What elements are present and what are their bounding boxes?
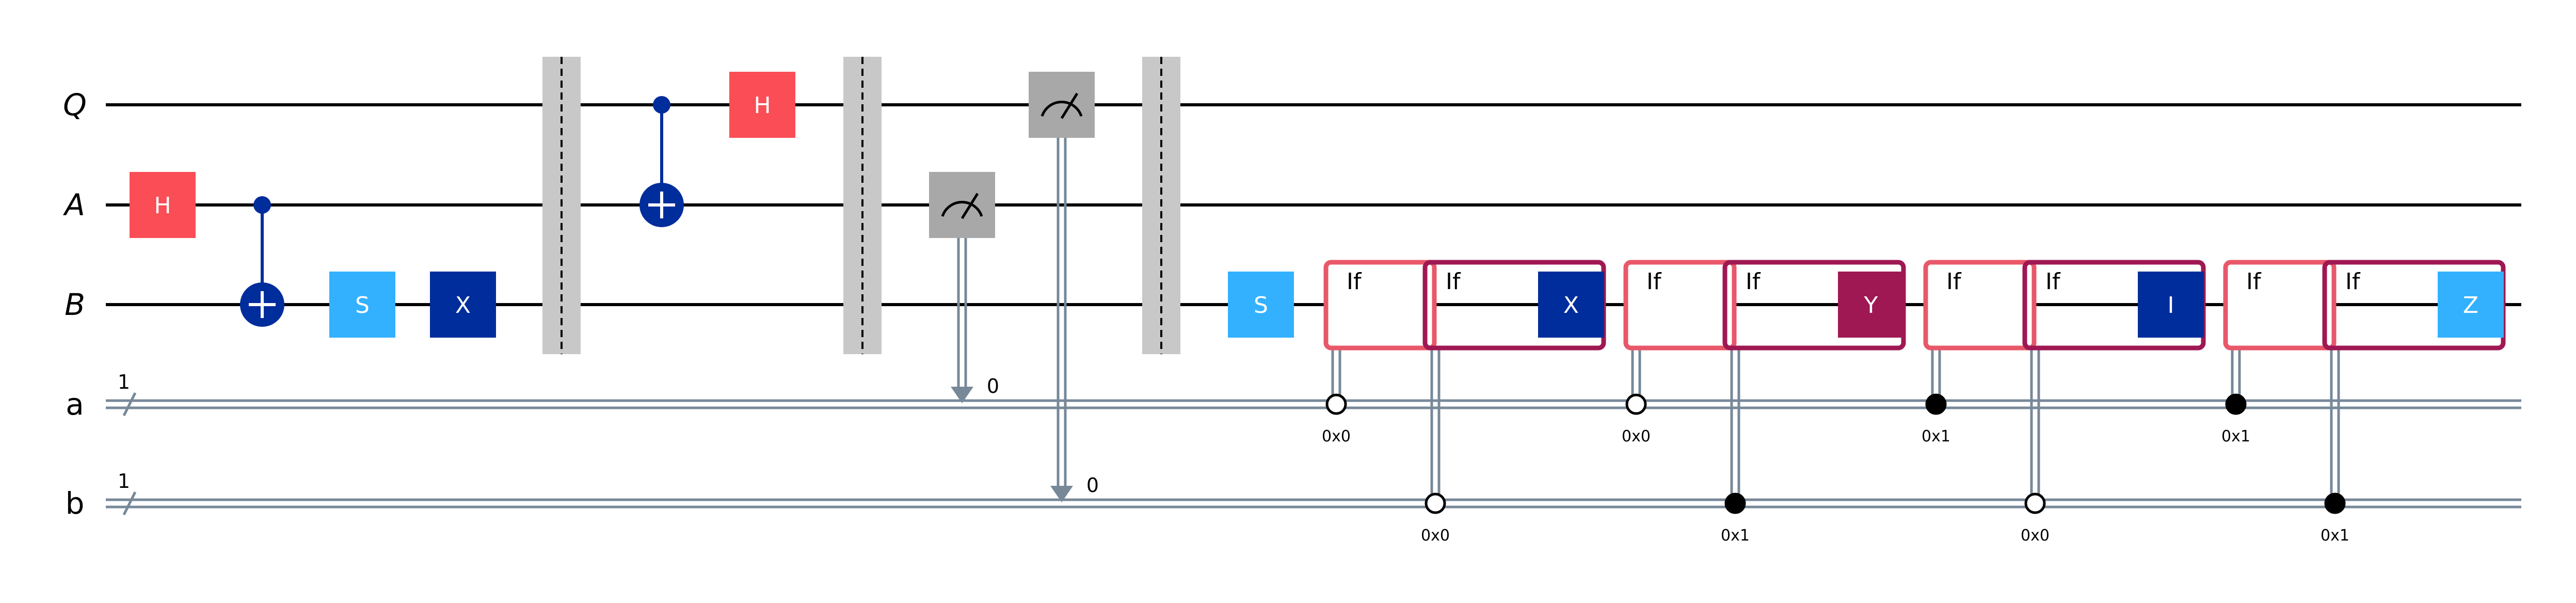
cnot-a-b-control-dot <box>253 196 271 214</box>
if-block-x-inner-cond-dot <box>1425 493 1446 514</box>
if-block-i-outer-cond: 0x1 <box>1922 427 1950 446</box>
elements-layer <box>130 57 2506 514</box>
s-gate-b-2-label: S <box>1254 292 1268 319</box>
if-block-i-inner-cond: 0x0 <box>2021 527 2050 545</box>
if-block-i-outer-cond-dot <box>1925 393 1947 415</box>
h-gate-q <box>729 72 795 138</box>
if-block-y-gate <box>1838 272 1904 338</box>
if-block-z-outer-cond-dot <box>2225 393 2247 415</box>
measure-a <box>929 172 995 238</box>
if-block-y-inner-label: If <box>1746 268 1761 295</box>
x-gate-b <box>430 272 496 338</box>
labels-layer: Q A B 1 a 1 b H H S X S 0 0 X If If 0x0 0x0 Y If If 0x0 0x1 I If I… <box>62 87 2478 545</box>
wires-layer <box>106 103 2521 516</box>
measure-a-meter-arc <box>941 200 983 217</box>
x-gate-b-label: X <box>455 292 471 319</box>
s-gate-b-2 <box>1228 272 1294 338</box>
if-block-x-outer-cond: 0x0 <box>1322 427 1351 446</box>
measure-a-meter-needle <box>961 193 979 219</box>
qubit-label-A: A <box>62 187 85 223</box>
if-block-i-gate-label: I <box>2168 292 2174 319</box>
if-block-z-outer-cond: 0x1 <box>2221 427 2250 446</box>
measure-q <box>1029 72 1095 138</box>
if-block-i-inner-label: If <box>2045 268 2061 295</box>
if-block-z-gate <box>2438 272 2504 338</box>
classical-size-a: 1 <box>118 371 130 393</box>
classical-wire-b-slash <box>122 491 137 516</box>
if-block-i-gate <box>2138 272 2204 338</box>
if-block-i-inner-cond-dot <box>2024 493 2046 514</box>
measure-a-bit-label: 0 <box>987 375 999 398</box>
classical-label-a: a <box>66 387 84 422</box>
classical-size-b: 1 <box>118 470 130 493</box>
h-gate-a-label: H <box>154 193 171 219</box>
if-block-y-gate-label: Y <box>1864 292 1878 319</box>
if-block-y-outer-box <box>1623 260 1737 351</box>
if-block-x-gate-label: X <box>1563 292 1579 319</box>
if-block-z-inner-label: If <box>2345 268 2361 295</box>
if-block-x-outer-box <box>1323 260 1437 351</box>
measure-q-arrow <box>1050 486 1073 502</box>
if-block-y-inner-cond-dot <box>1724 493 1746 514</box>
measure-q-bit-label: 0 <box>1086 474 1099 497</box>
if-block-x-gate <box>1538 272 1604 338</box>
if-block-y-inner-cond: 0x1 <box>1721 527 1750 545</box>
if-block-y-outer-cond: 0x0 <box>1622 427 1651 446</box>
if-block-x-outer-label: If <box>1347 268 1362 295</box>
qubit-label-Q: Q <box>63 87 87 122</box>
if-block-i-outer-label: If <box>1946 268 1962 295</box>
measure-q-meter-arc <box>1041 100 1083 117</box>
if-block-y-outer-label: If <box>1646 268 1662 295</box>
classical-label-b: b <box>66 486 85 521</box>
cnot-q-a-control-dot <box>653 96 670 114</box>
measure-a-arrow <box>951 387 973 403</box>
qubit-label-B: B <box>65 287 85 322</box>
if-block-z-outer-box <box>2223 260 2337 351</box>
s-gate-b-1 <box>329 272 395 338</box>
classical-wire-a-slash <box>122 392 137 417</box>
if-block-z-gate-label: Z <box>2463 292 2478 319</box>
h-gate-q-label: H <box>754 92 771 119</box>
h-gate-a <box>130 172 196 238</box>
if-block-z-inner-cond: 0x1 <box>2321 527 2349 545</box>
if-block-z-inner-cond-dot <box>2324 493 2346 514</box>
if-block-x-inner-cond: 0x0 <box>1421 527 1450 545</box>
if-block-y-outer-cond-dot <box>1625 393 1647 415</box>
s-gate-b-1-label: S <box>355 292 370 319</box>
measure-q-meter-needle <box>1060 92 1079 119</box>
if-block-x-outer-cond-dot <box>1325 393 1347 415</box>
if-block-i-outer-box <box>1923 260 2037 351</box>
if-block-z-outer-label: If <box>2246 268 2262 295</box>
if-block-x-inner-label: If <box>1446 268 1461 295</box>
